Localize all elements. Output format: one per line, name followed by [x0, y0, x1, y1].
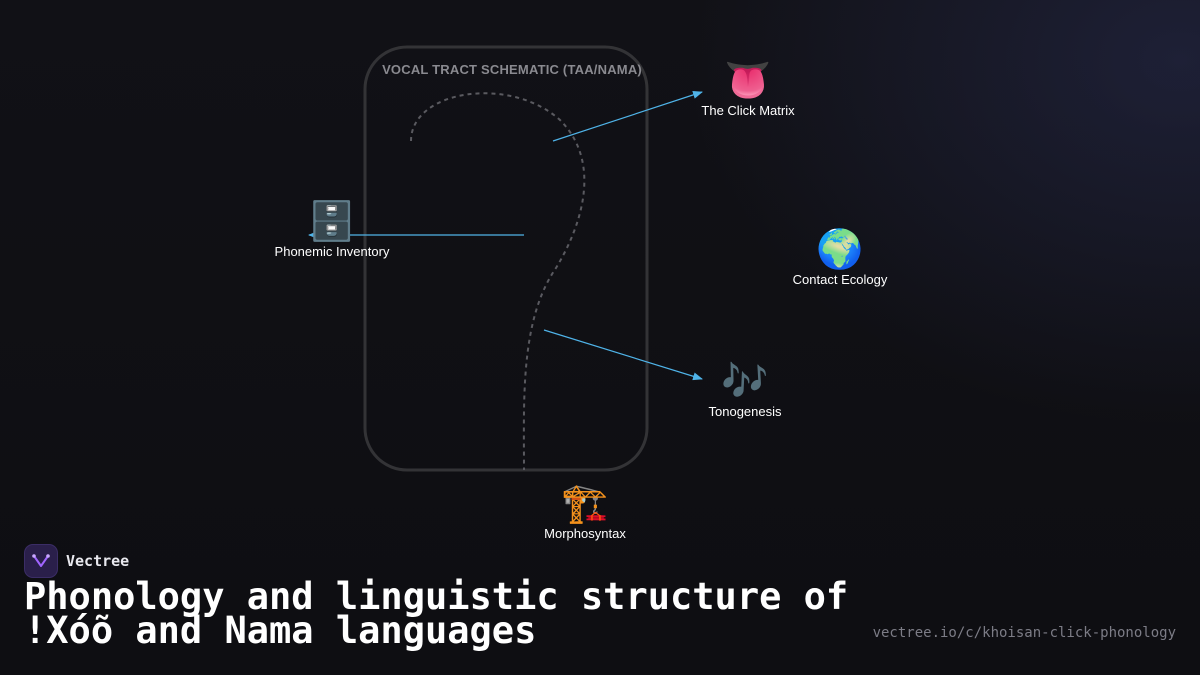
brand[interactable]: Vectree — [24, 544, 129, 578]
node-click-matrix[interactable]: 👅 The Click Matrix — [658, 58, 838, 118]
node-tonogenesis[interactable]: 🎶 Tonogenesis — [655, 359, 835, 419]
node-label-tonogenesis: Tonogenesis — [708, 404, 782, 419]
node-label-click-matrix: The Click Matrix — [701, 103, 795, 118]
arrow-to-click-matrix — [552, 91, 703, 142]
schematic-title: VOCAL TRACT SCHEMATIC (TAA/NAMA) — [382, 62, 642, 77]
page-title: Phonology and linguistic structure of !X… — [24, 575, 864, 652]
construction-crane-icon: 🏗️ — [561, 481, 609, 525]
arrow-to-tonogenesis — [543, 329, 703, 381]
node-contact-ecology[interactable]: 🌍 Contact Ecology — [750, 227, 930, 287]
node-label-phonemic-inventory: Phonemic Inventory — [274, 244, 390, 259]
source-url[interactable]: vectree.io/c/khoisan-click-phonology — [872, 625, 1176, 641]
node-label-contact-ecology: Contact Ecology — [792, 272, 888, 287]
musical-notes-icon: 🎶 — [721, 359, 769, 403]
brand-name: Vectree — [66, 552, 130, 570]
vectree-logo-icon — [24, 544, 58, 578]
node-label-morphosyntax: Morphosyntax — [544, 526, 626, 541]
globe-icon: 🌍 — [816, 227, 864, 271]
tongue-icon: 👅 — [724, 58, 772, 102]
vocal-tract-path — [410, 92, 586, 471]
node-phonemic-inventory[interactable]: 🗄️ Phonemic Inventory — [242, 199, 422, 259]
file-cabinet-icon: 🗄️ — [308, 199, 356, 243]
page-title-line-2: !Xóõ and Nama languages — [24, 609, 537, 652]
vocal-tract-outline — [363, 45, 649, 472]
node-morphosyntax[interactable]: 🏗️ Morphosyntax — [495, 481, 675, 541]
page-title-line-1: Phonology and linguistic structure of — [24, 575, 849, 618]
